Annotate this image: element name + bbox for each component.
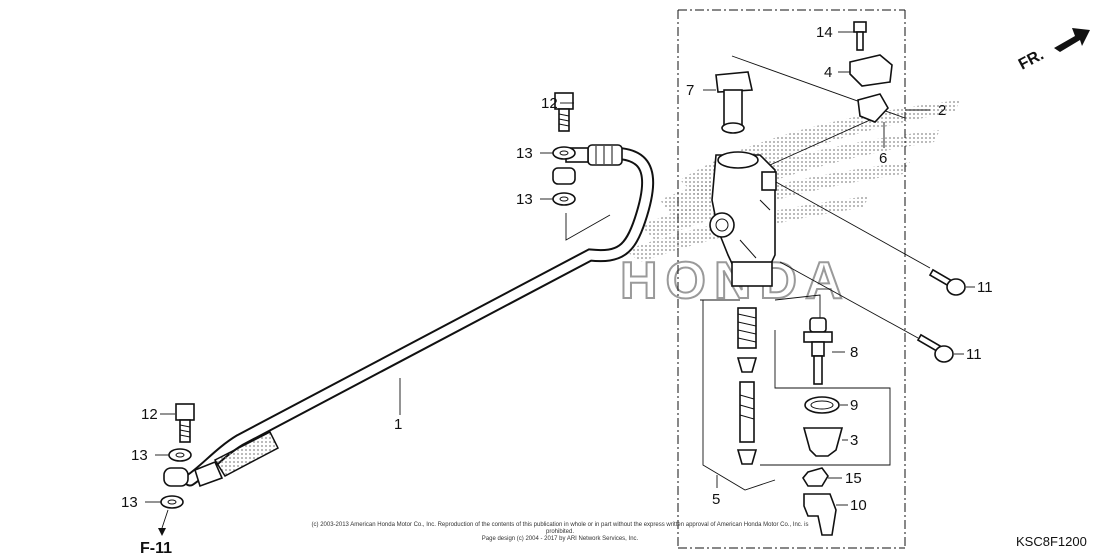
primary-cup [736,357,758,373]
copyright-line-2: Page design (c) 2004 - 2017 by ARI Netwo… [481,536,639,542]
upper-banjo-fitting [552,167,576,185]
callout-6: 6 [879,150,887,167]
boot [802,427,844,457]
lower-banjo-bolt [175,403,195,443]
honda-wing-watermark: HONDA [619,100,960,311]
callout-12-lower: 12 [141,406,158,423]
copyright-notice: (c) 2003-2013 American Honda Motor Co., … [300,522,820,543]
callout-9: 9 [850,397,858,414]
secondary-cup [736,449,758,465]
callout-12-upper: 12 [541,95,558,112]
callout-11-lower: 11 [966,346,982,363]
lower-banjo-fitting [163,467,189,487]
callout-11-upper: 11 [977,279,993,296]
piston [739,381,755,443]
upper-sealing-washer-a [552,146,576,160]
mounting-bolt-lower [916,333,954,363]
callout-3: 3 [850,432,858,449]
pushrod-joint [803,493,837,536]
callout-14: 14 [816,24,833,41]
reservoir-joint [715,71,753,134]
callout-13-upper-b: 13 [516,191,533,208]
callout-13-lower-b: 13 [121,494,138,511]
hose-lower-ferrule [213,430,279,477]
brake-hose [183,144,655,488]
upper-sealing-washer-b [552,192,576,206]
callout-13-upper-a: 13 [516,145,533,162]
rear-master-cylinder-body [709,151,777,287]
plate-gasket [857,93,889,123]
hose-upper-ferrule [587,144,623,166]
mounting-bolt-upper [928,268,966,296]
callout-7: 7 [686,82,694,99]
push-rod [803,317,833,385]
joint-nut [802,467,829,487]
master-cylinder-group-frame [677,9,906,549]
snap-ring [804,396,840,414]
callout-leaders [145,31,975,506]
callout-4: 4 [824,64,832,81]
front-direction-arrow: FR. [1016,28,1090,74]
callout-15: 15 [845,470,862,487]
lower-sealing-washer-b [160,495,184,509]
callout-1: 1 [394,416,402,433]
callout-2: 2 [938,102,946,119]
piston-spring [737,307,757,349]
upper-banjo-bolt [554,92,574,132]
plate-screw [853,21,867,51]
reservoir-plate [849,54,893,87]
direction-label: FR. [1016,46,1047,73]
callout-10: 10 [850,497,867,514]
callout-8: 8 [850,344,858,361]
diagram-code: KSC8F1200 [1016,534,1087,549]
callout-13-lower-a: 13 [131,447,148,464]
callout-5: 5 [712,491,720,508]
reference-label: F-11 [140,540,172,557]
lower-sealing-washer-a [168,448,192,462]
copyright-line-1: (c) 2003-2013 American Honda Motor Co., … [311,522,809,535]
